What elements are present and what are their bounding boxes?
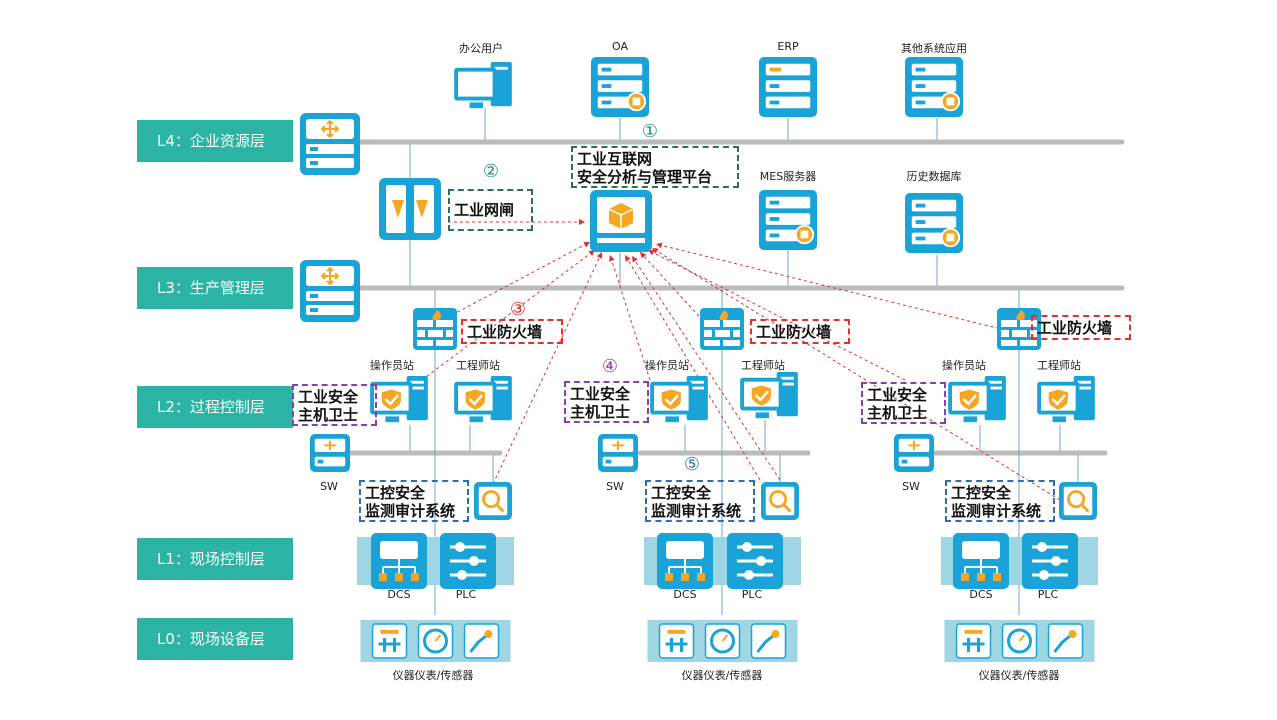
audit-device-icon bbox=[1059, 482, 1097, 520]
instruments-icon bbox=[942, 620, 1097, 662]
plc-icon bbox=[727, 533, 783, 589]
instruments-icon bbox=[645, 620, 800, 662]
engineer-station-label: 工程师站 bbox=[1037, 359, 1081, 372]
firewall-callout: 工业防火墙 bbox=[750, 319, 850, 344]
layer-l4: L4：企业资源层 bbox=[137, 120, 293, 162]
l4-router-icon bbox=[300, 113, 360, 175]
oa-server-icon bbox=[591, 57, 649, 117]
platform-line1: 工业互联网 bbox=[577, 150, 653, 168]
dcs-icon bbox=[953, 533, 1009, 589]
audit-device-icon bbox=[761, 482, 799, 520]
other-apps-label: 其他系统应用 bbox=[901, 42, 967, 55]
dcs-icon bbox=[657, 533, 713, 589]
plc-icon bbox=[440, 533, 496, 589]
plc-label: PLC bbox=[741, 588, 763, 601]
instruments-label: 仪器仪表/传感器 bbox=[681, 669, 763, 682]
history-db-icon bbox=[905, 193, 963, 253]
engineer-station-icon bbox=[1037, 376, 1095, 424]
firewall-callout: 工业防火墙 bbox=[461, 319, 563, 344]
host-guard-callout: 工业安全 主机卫士 bbox=[861, 382, 946, 424]
plc-label: PLC bbox=[1037, 588, 1059, 601]
callout-number-3: ③ bbox=[509, 299, 527, 320]
layer-l1: L1：现场控制层 bbox=[137, 538, 293, 580]
instruments-label: 仪器仪表/传感器 bbox=[978, 669, 1060, 682]
switch-icon bbox=[894, 433, 934, 473]
operator-station-icon bbox=[370, 376, 428, 424]
engineer-station-label: 工程师站 bbox=[456, 359, 500, 372]
firewall-icon bbox=[700, 308, 744, 350]
report-arrows bbox=[421, 219, 1061, 501]
host-guard-callout: 工业安全 主机卫士 bbox=[564, 381, 649, 423]
history-db-label: 历史数据库 bbox=[906, 170, 962, 183]
dcs-label: DCS bbox=[673, 588, 697, 601]
audit-device-icon bbox=[474, 482, 512, 520]
gatekeeper-callout: 工业网闸 bbox=[448, 189, 533, 231]
erp-server-icon bbox=[759, 57, 817, 117]
callout-number-4: ④ bbox=[601, 356, 619, 377]
office-users-icon bbox=[454, 62, 512, 109]
office-users-label: 办公用户 bbox=[459, 42, 503, 55]
host-guard-callout: 工业安全 主机卫士 bbox=[292, 384, 377, 426]
switch-icon bbox=[310, 433, 350, 473]
operator-station-label: 操作员站 bbox=[370, 359, 414, 372]
dcs-label: DCS bbox=[387, 588, 411, 601]
platform-line2: 安全分析与管理平台 bbox=[577, 168, 713, 186]
l3-router-icon bbox=[300, 260, 360, 322]
dcs-label: DCS bbox=[969, 588, 993, 601]
other-apps-server-icon bbox=[905, 57, 963, 117]
layer-l0: L0：现场设备层 bbox=[137, 618, 293, 660]
operator-station-icon bbox=[650, 376, 708, 424]
engineer-station-icon bbox=[454, 376, 512, 424]
dcs-icon bbox=[371, 533, 427, 589]
sw-label: SW bbox=[902, 480, 920, 493]
mes-server-icon bbox=[759, 190, 817, 250]
platform-icon bbox=[590, 190, 652, 252]
firewall-icon bbox=[413, 308, 457, 350]
switch-icon bbox=[598, 433, 638, 473]
operator-station-label: 操作员站 bbox=[645, 359, 689, 372]
operator-station-label: 操作员站 bbox=[942, 359, 986, 372]
firewall-callout: 工业防火墙 bbox=[1031, 315, 1131, 340]
platform-callout: 工业互联网 安全分析与管理平台 bbox=[571, 146, 739, 188]
callout-number-5: ⑤ bbox=[683, 454, 701, 475]
instruments-label: 仪器仪表/传感器 bbox=[392, 669, 474, 682]
erp-label: ERP bbox=[777, 40, 799, 53]
plc-icon bbox=[1022, 533, 1078, 589]
sw-label: SW bbox=[320, 480, 338, 493]
layer-l2: L2：过程控制层 bbox=[137, 386, 293, 428]
mes-label: MES服务器 bbox=[759, 170, 817, 183]
instruments-icon bbox=[358, 620, 513, 662]
audit-callout: 工控安全 监测审计系统 bbox=[645, 480, 755, 522]
callout-number-2: ② bbox=[482, 161, 500, 182]
engineer-station-label: 工程师站 bbox=[741, 359, 785, 372]
operator-station-icon bbox=[948, 376, 1006, 424]
plc-label: PLC bbox=[455, 588, 477, 601]
bus-lines bbox=[347, 139, 1125, 456]
callout-number-1: ① bbox=[641, 121, 659, 142]
sw-label: SW bbox=[606, 480, 624, 493]
audit-callout: 工控安全 监测审计系统 bbox=[945, 480, 1055, 522]
gatekeeper-icon bbox=[379, 178, 441, 240]
layer-l3: L3：生产管理层 bbox=[137, 267, 293, 309]
engineer-station-icon bbox=[740, 372, 798, 420]
oa-label: OA bbox=[612, 40, 628, 53]
audit-callout: 工控安全 监测审计系统 bbox=[359, 480, 469, 522]
